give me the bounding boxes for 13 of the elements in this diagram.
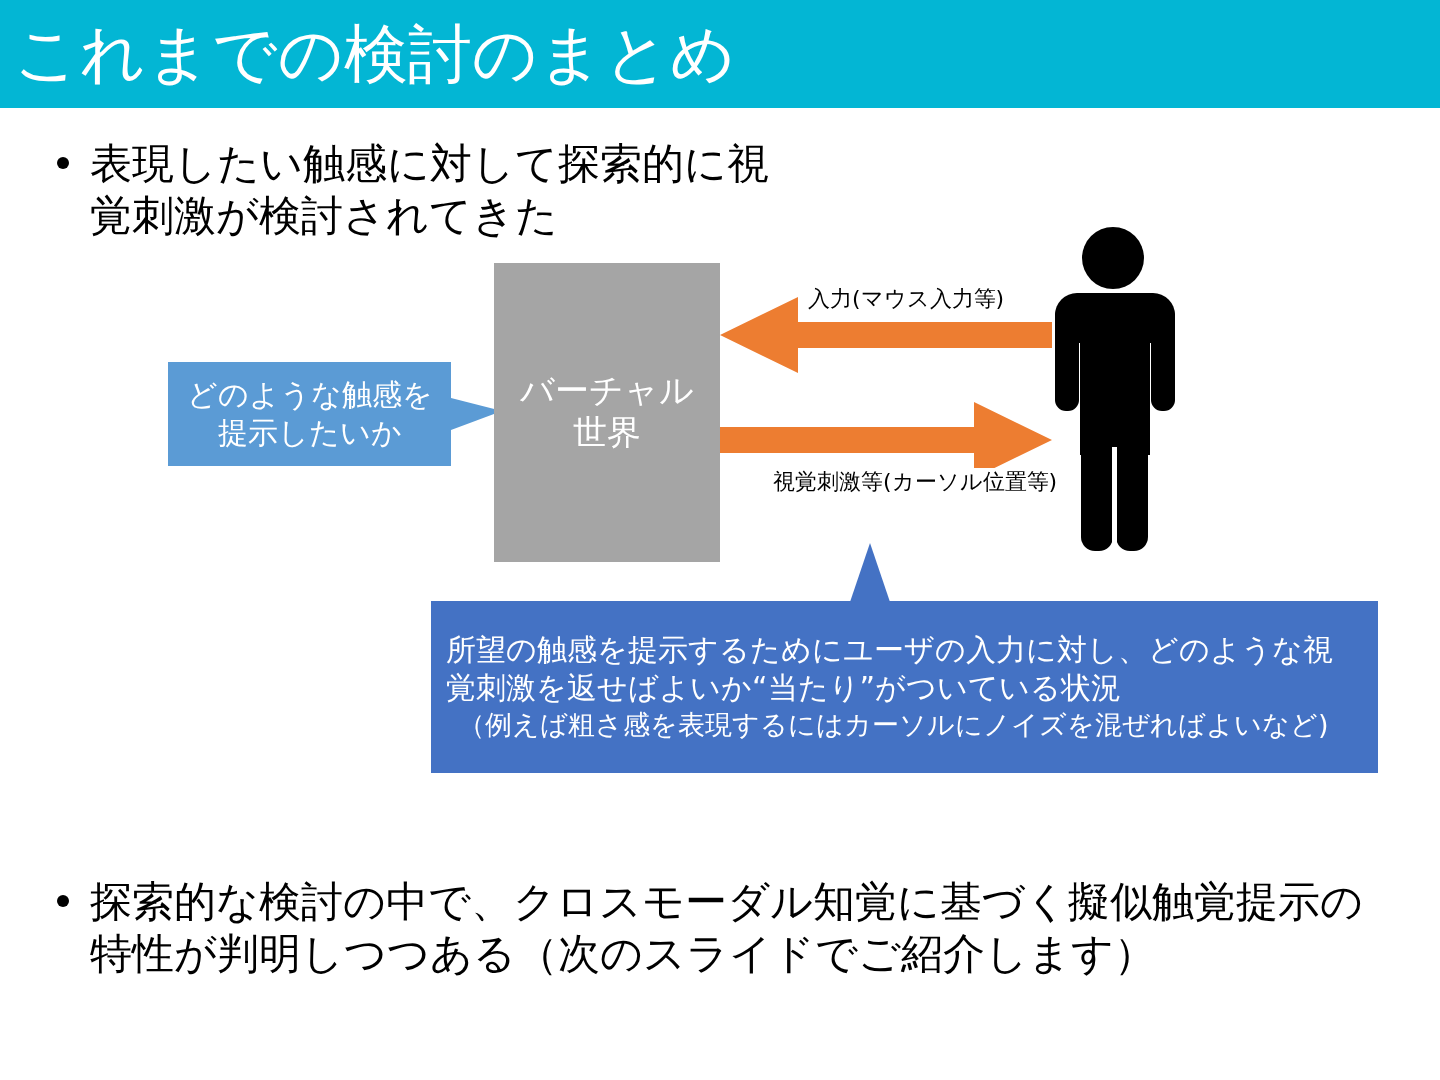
block-arrow	[720, 297, 1052, 373]
edge-label: 視覚刺激等(カーソル位置等)	[773, 468, 1058, 496]
bullet-text: 探索的な検討の中で、クロスモーダル知覚に基づく擬似触覚提示の特性が判明しつつある（次のスライドでご紹介します）	[90, 876, 1364, 980]
box-label: バーチャル世界	[519, 369, 695, 453]
edge-label: 入力(マウス入力等)	[808, 285, 1005, 313]
world-box	[494, 263, 720, 562]
callout-text: どのような触感を提示したいか	[186, 376, 433, 452]
bullet-text: 表現したい触感に対して探索的に視覚刺激が検討されてきた	[90, 138, 770, 242]
callout-text: 所望の触感を提示するためにユーザの入力に対し、どのような視覚刺激を返せばよいか“当たり”がついている状況	[446, 631, 1334, 707]
callout-box	[431, 601, 1378, 773]
title: これまでの検討のまとめ	[14, 22, 736, 86]
callout-text: （例えば粗さ感を表現するにはカーソルにノイズを混ぜればよいなど)	[457, 708, 1330, 742]
callout-box	[168, 362, 451, 466]
